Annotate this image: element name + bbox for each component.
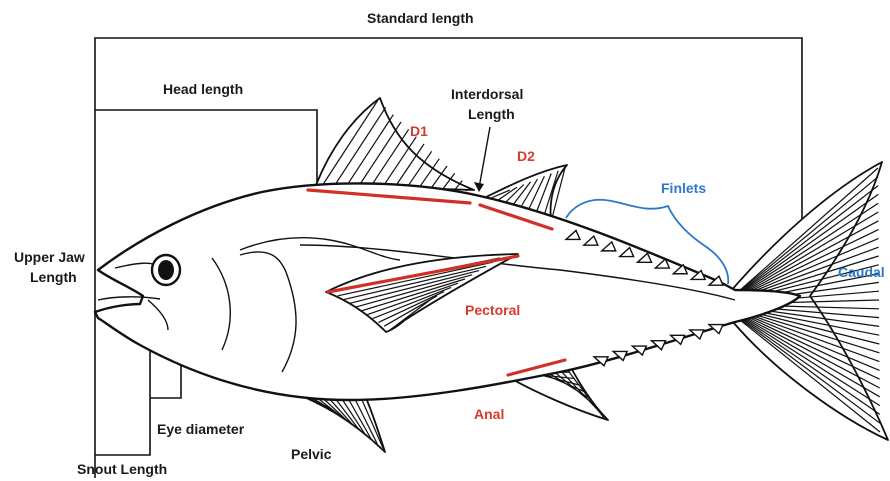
standard-length-label: Standard length bbox=[367, 10, 474, 26]
anal-label: Anal bbox=[474, 406, 504, 422]
eye bbox=[152, 255, 180, 285]
upper-jaw-label-line2: Length bbox=[30, 269, 77, 285]
upper-jaw-label-line1: Upper Jaw bbox=[14, 249, 85, 265]
caudal-label: Caudal bbox=[838, 264, 885, 280]
interdorsal-arrow bbox=[474, 127, 490, 192]
eye-diameter-label: Eye diameter bbox=[157, 421, 245, 437]
head-length-label: Head length bbox=[163, 81, 243, 97]
pectoral-label: Pectoral bbox=[465, 302, 520, 318]
finlets-label: Finlets bbox=[661, 180, 706, 196]
dorsal-fin-1 bbox=[316, 98, 474, 191]
snout-length-label: Snout Length bbox=[77, 461, 167, 477]
d2-label: D2 bbox=[517, 148, 535, 164]
pelvic-label: Pelvic bbox=[291, 446, 332, 462]
interdorsal-label-line2: Length bbox=[468, 106, 515, 122]
d1-label: D1 bbox=[410, 123, 428, 139]
interdorsal-label-line1: Interdorsal bbox=[451, 86, 523, 102]
